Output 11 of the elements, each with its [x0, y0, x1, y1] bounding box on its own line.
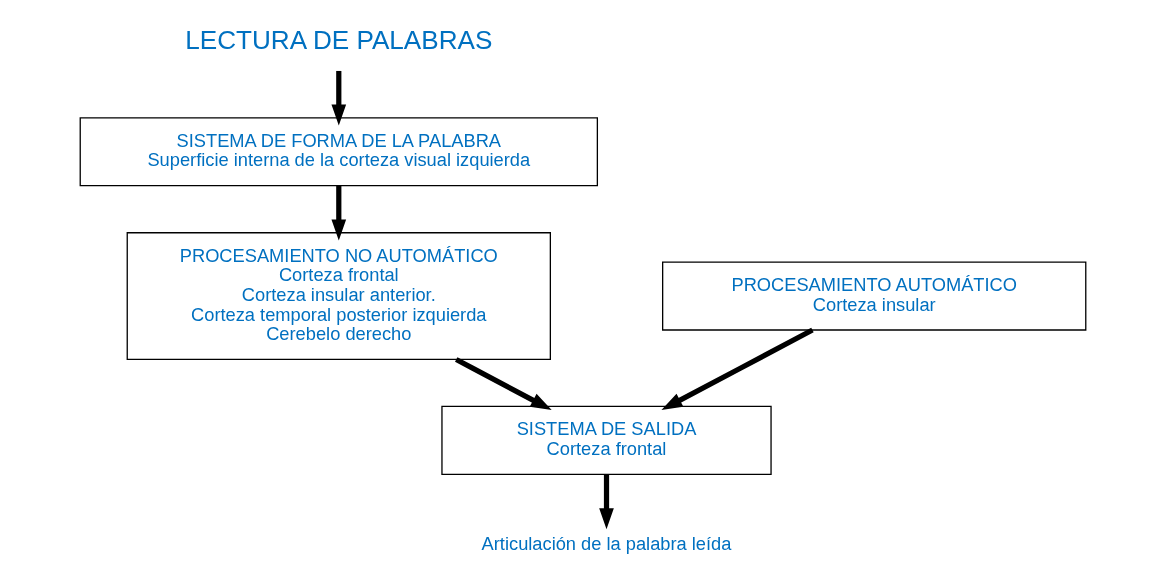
- arrow: [331, 70, 347, 126]
- node-box: SISTEMA DE SALIDA Corteza frontal: [441, 405, 772, 475]
- arrow: [331, 185, 347, 241]
- node-text: Articulación de la palabra leída: [481, 533, 732, 555]
- arrow: [599, 474, 614, 530]
- node-box: SISTEMA DE FORMA DE LA PALABRA Superficie interna de la corteza visual izquierda: [79, 117, 599, 187]
- arrow: [455, 357, 552, 411]
- node-box: PROCESAMIENTO NO AUTOMÁTICO Corteza frontal Corteza insular anterior. Corteza temporal posterior izquierda Cerebelo derecho: [126, 232, 551, 361]
- arrow: [661, 327, 814, 410]
- node-text: LECTURA DE PALABRAS: [185, 24, 493, 55]
- node-box: PROCESAMIENTO AUTOMÁTICO Corteza insular: [662, 261, 1087, 331]
